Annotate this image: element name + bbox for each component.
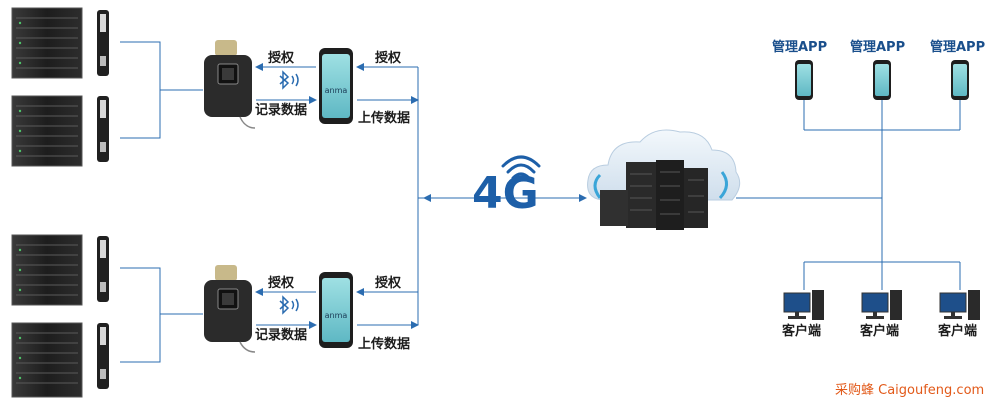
group2-arrows: [255, 288, 419, 329]
mobile-phone: anma: [319, 272, 353, 348]
network-4g-label: 4G: [472, 168, 539, 219]
authorize-label: 授权: [268, 276, 295, 291]
smart-lock-device: [204, 40, 256, 129]
cabinet-connection-lines: [120, 41, 203, 139]
client-computer-icon: [861, 290, 902, 320]
group1-arrows: [255, 63, 419, 104]
management-app-label: 管理APP: [930, 40, 986, 55]
client-label: 客户端: [782, 324, 822, 339]
client-computer-icon: [939, 290, 980, 320]
management-app-phone: [795, 60, 813, 100]
cabinet-lock-handle: [97, 96, 109, 162]
bluetooth-icon: [279, 70, 299, 90]
cabinet-lock-handle: [97, 323, 109, 389]
record-data-label: 记录数据: [255, 328, 308, 343]
upload-data-label: 上传数据: [358, 337, 411, 352]
management-app-label: 管理APP: [850, 40, 906, 55]
management-app-phone: [873, 60, 891, 100]
management-app-label: 管理APP: [772, 40, 828, 55]
smart-lock-device: [204, 265, 256, 353]
server-cabinet: [11, 322, 83, 398]
client-label: 客户端: [860, 324, 900, 339]
distribution-lines: [736, 100, 961, 290]
record-data-label: 记录数据: [255, 103, 308, 118]
phone-brand-text: anma: [325, 311, 348, 320]
cabinet-connection-lines: [120, 267, 203, 363]
network-trunk: [417, 67, 587, 325]
bluetooth-icon: [279, 295, 299, 315]
client-computer-icon: [783, 290, 824, 320]
mobile-phone: anma: [319, 48, 353, 124]
cabinet-lock-handle: [97, 236, 109, 302]
management-app-phone: [951, 60, 969, 100]
phone-brand-text: anma: [325, 86, 348, 95]
server-cabinet: [11, 95, 83, 167]
cloud-server-icon: [587, 129, 741, 230]
phone-authorize-label: 授权: [375, 51, 402, 66]
phone-authorize-label: 授权: [375, 276, 402, 291]
client-label: 客户端: [938, 324, 978, 339]
upload-data-label: 上传数据: [358, 111, 411, 126]
server-cabinet: [11, 7, 83, 79]
watermark-text: 采购蜂 Caigoufeng.com: [835, 383, 985, 398]
signal-icon: [501, 155, 541, 180]
server-cabinet: [11, 234, 83, 306]
authorize-label: 授权: [268, 51, 295, 66]
cabinet-lock-handle: [97, 10, 109, 76]
